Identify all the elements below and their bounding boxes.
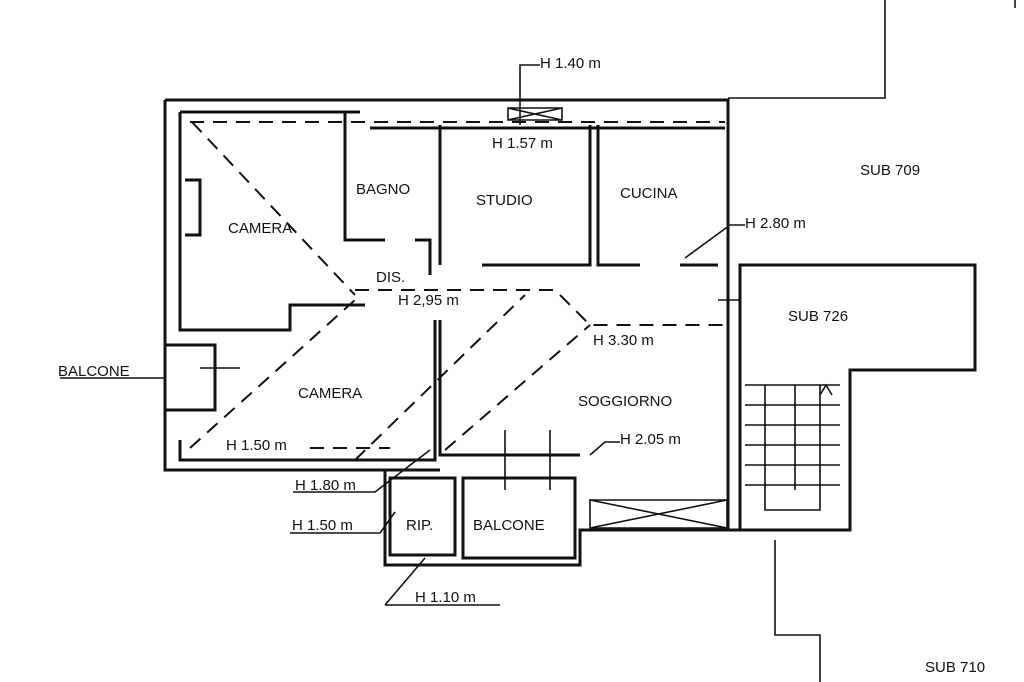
room-label-studio: STUDIO <box>476 192 533 209</box>
staircase <box>745 383 840 511</box>
room-label-soggiorno: SOGGIORNO <box>578 393 672 410</box>
neighbor-label-sub726: SUB 726 <box>788 308 848 325</box>
interior-walls <box>165 112 718 412</box>
height-label: H 2.80 m <box>745 215 806 232</box>
height-label: H 1.50 m <box>226 437 287 454</box>
boundary-lines <box>728 0 1016 682</box>
void-crosses <box>507 107 728 529</box>
room-label-bagno: BAGNO <box>356 181 410 198</box>
height-label: H 1.57 m <box>492 135 553 152</box>
height-label: H 1.80 m <box>295 477 356 494</box>
height-label: H 3.30 m <box>593 332 654 349</box>
slope-lines <box>189 121 728 461</box>
room-label-camera-bottom: CAMERA <box>298 385 362 402</box>
height-label: H 2,95 m <box>398 292 459 309</box>
room-label-dis: DIS. <box>376 269 405 286</box>
height-label: H 2.05 m <box>620 431 681 448</box>
neighbor-label-sub710: SUB 710 <box>925 659 985 676</box>
height-label: H 1.10 m <box>415 589 476 606</box>
room-label-rip: RIP. <box>406 517 433 534</box>
outer-walls <box>163 98 977 567</box>
height-label: H 1.50 m <box>292 517 353 534</box>
room-label-balcone-left: BALCONE <box>58 363 130 380</box>
leader-lines <box>60 64 745 606</box>
room-label-cucina: CUCINA <box>620 185 678 202</box>
room-label-camera-top: CAMERA <box>228 220 292 237</box>
neighbor-label-sub709: SUB 709 <box>860 162 920 179</box>
room-label-balcone-bottom: BALCONE <box>473 517 545 534</box>
height-label: H 1.40 m <box>540 55 601 72</box>
